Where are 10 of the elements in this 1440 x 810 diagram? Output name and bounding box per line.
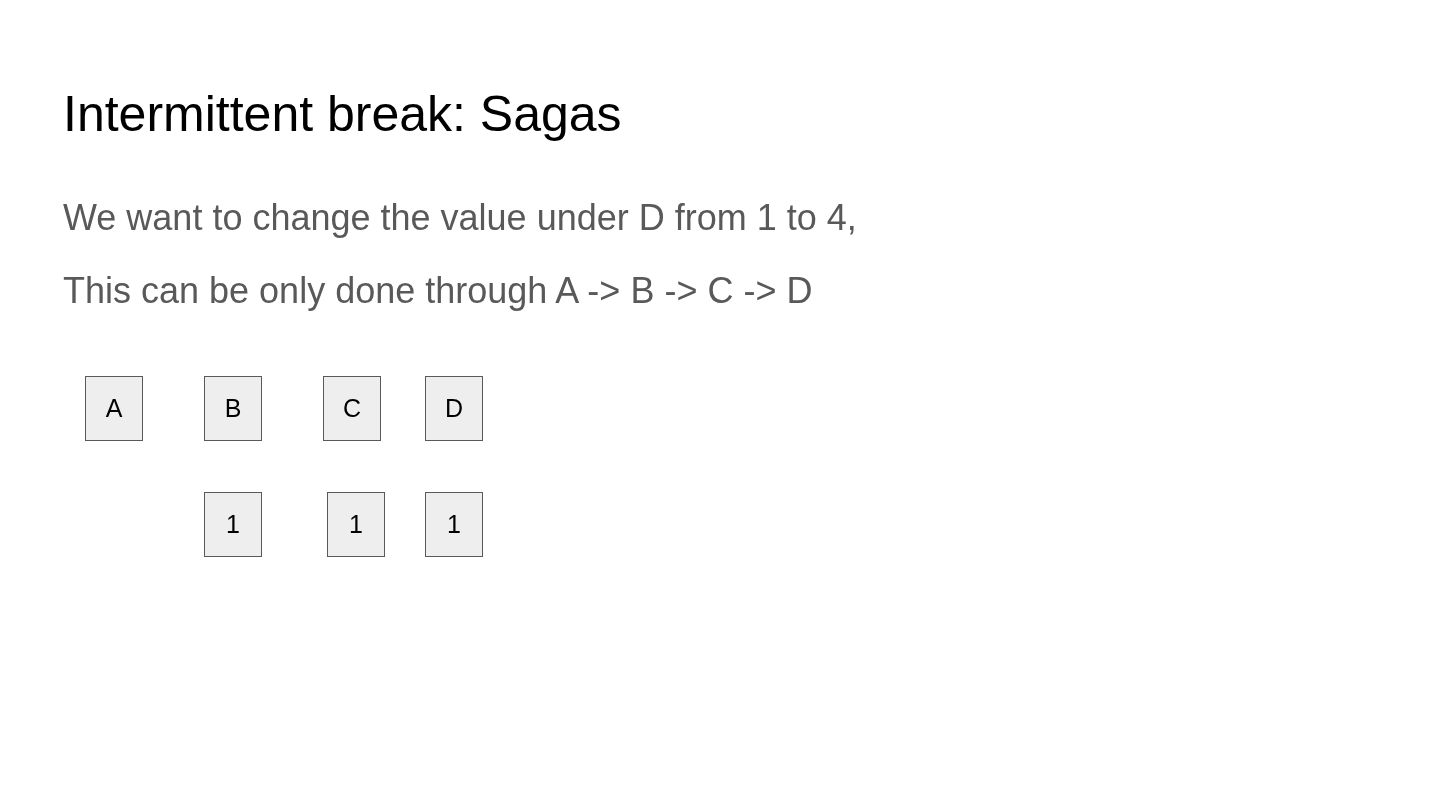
node-box: B: [204, 376, 262, 441]
body-text: We want to change the value under D from 1 to 4,: [63, 197, 857, 239]
node-box: A: [85, 376, 143, 441]
slide-title: Intermittent break: Sagas: [63, 86, 622, 144]
body-text: This can be only done through A -> B -> C -> D: [63, 270, 813, 312]
value-box: 1: [204, 492, 262, 557]
node-box: C: [323, 376, 381, 441]
node-box: D: [425, 376, 483, 441]
value-box: 1: [425, 492, 483, 557]
value-box: 1: [327, 492, 385, 557]
